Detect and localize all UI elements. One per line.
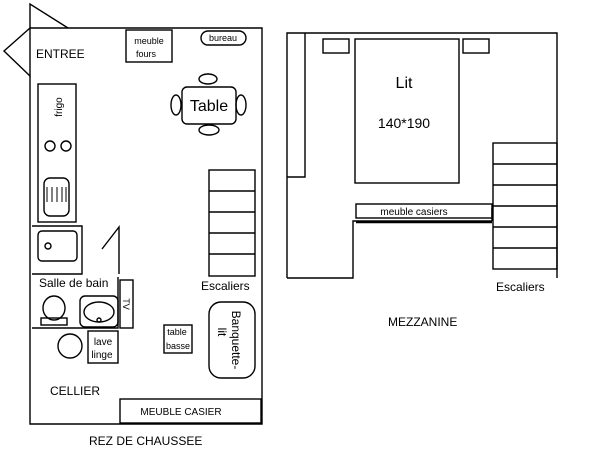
bed-size-label: 140*190 xyxy=(378,115,430,131)
washbasin xyxy=(79,295,119,328)
hob-left xyxy=(44,140,56,152)
chair-right xyxy=(235,94,247,116)
double-bed xyxy=(354,38,460,184)
toilet-tank xyxy=(40,317,68,326)
shower-drain xyxy=(44,242,52,250)
entrance-door-opening xyxy=(29,2,69,29)
washer-label-1: lave xyxy=(94,337,113,348)
bed-label: Lit xyxy=(396,75,413,92)
coffee-table-label-1: table xyxy=(167,327,187,337)
washbasin-bowl xyxy=(83,301,115,323)
shower-tray xyxy=(37,230,78,262)
fridge-label: frigo xyxy=(54,97,65,117)
locker-cabinet xyxy=(119,398,262,424)
hob-right xyxy=(60,140,72,152)
coffee-table xyxy=(163,324,193,354)
ground-floor-stairs xyxy=(208,169,256,277)
dining-table xyxy=(170,73,247,136)
ground-floor-caption: REZ DE CHAUSSEE xyxy=(89,434,202,448)
mezzanine-window-left xyxy=(322,38,350,54)
locker-cabinet-label: MEUBLE CASIER xyxy=(140,407,221,418)
bathroom-door-swing xyxy=(101,224,120,274)
mezzanine-wall-left xyxy=(287,33,306,178)
tv-label: TV xyxy=(121,298,131,310)
mezzanine-plan xyxy=(286,32,558,279)
ground-floor-plan xyxy=(2,2,263,425)
tv-stand xyxy=(119,279,134,329)
washing-machine xyxy=(87,330,119,364)
bathroom-label: Salle de bain xyxy=(39,276,108,290)
mezzanine-stairs xyxy=(492,142,558,270)
cabinet-oven-label-1: meuble xyxy=(134,36,164,46)
ground-floor-labels: ENTREE meuble fours bureau Table frigo S… xyxy=(36,33,250,448)
mezzanine-locker-label: meuble casiers xyxy=(380,207,447,218)
chair-bottom xyxy=(198,124,220,136)
desk-label: bureau xyxy=(209,33,237,43)
mezzanine-window-right xyxy=(462,38,490,54)
entrance-arrow xyxy=(2,26,31,78)
bathroom-walls xyxy=(32,225,119,329)
desk xyxy=(200,30,247,46)
chair-left xyxy=(170,94,182,116)
storage-room-label: CELLIER xyxy=(50,384,100,398)
sofa-bed xyxy=(208,301,256,379)
mezzanine-stairs-label: Escaliers xyxy=(496,280,545,294)
kitchen-sink xyxy=(43,177,70,217)
mezzanine-locker-cabinet xyxy=(355,203,493,219)
kitchen-unit xyxy=(37,83,77,223)
chair-top xyxy=(198,73,218,85)
entrance-label: ENTREE xyxy=(36,47,85,61)
sofa-bed-label-1: Banquette- xyxy=(229,311,243,370)
coffee-table-label-2: basse xyxy=(166,341,190,351)
cabinet-oven xyxy=(125,29,173,63)
table-label: Table xyxy=(190,98,228,115)
bathroom xyxy=(32,224,134,329)
cabinet-oven-label-2: fours xyxy=(136,49,157,59)
ground-floor-walls xyxy=(29,27,263,425)
toilet-bowl xyxy=(42,295,66,321)
mezzanine-walls xyxy=(286,32,558,279)
stairs-label: Escaliers xyxy=(201,279,250,293)
sofa-bed-label-2: lit xyxy=(215,328,229,337)
mezzanine-caption: MEZZANINE xyxy=(388,315,457,329)
washer-label-2: linge xyxy=(91,350,113,361)
washer-drum xyxy=(57,333,83,359)
mezzanine-labels: Lit 140*190 meuble casiers Escaliers MEZ… xyxy=(378,75,545,329)
